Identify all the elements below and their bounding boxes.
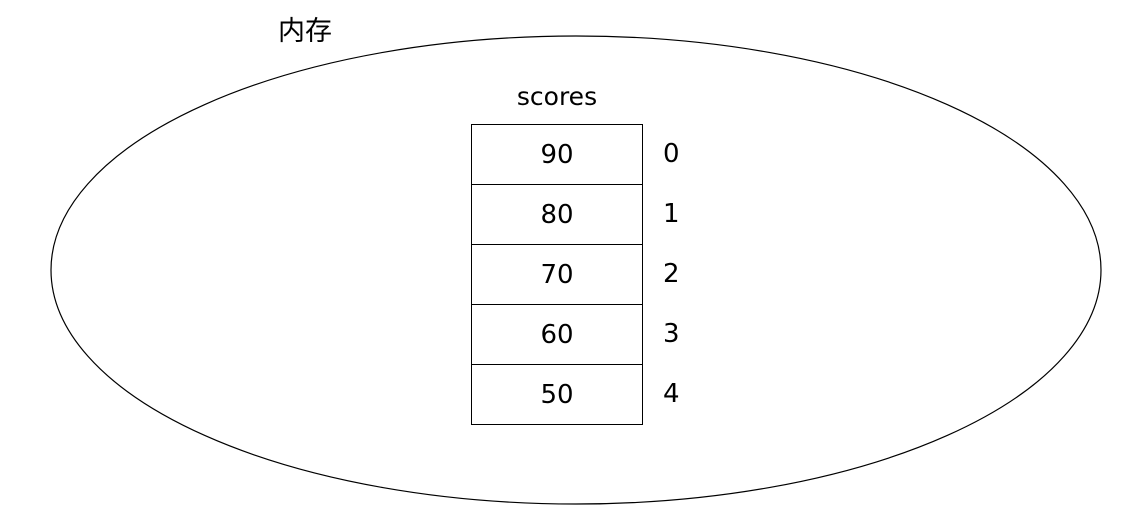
array-index-label: 2 <box>663 259 680 289</box>
array-index-label: 0 <box>663 139 680 169</box>
array-index-column: 0 1 2 3 4 <box>663 124 703 424</box>
table-row: 80 <box>471 184 643 245</box>
table-row: 60 <box>471 304 643 365</box>
table-row: 90 <box>471 124 643 185</box>
array-cell-value: 90 <box>471 124 643 185</box>
array-index-label: 1 <box>663 199 680 229</box>
array-index-label: 4 <box>663 379 680 409</box>
table-row: 70 <box>471 244 643 305</box>
table-row: 50 <box>471 364 643 425</box>
array-cell-value: 60 <box>471 304 643 365</box>
array-name-label: scores <box>516 82 598 111</box>
array-index-label: 3 <box>663 319 680 349</box>
array-cell-value: 80 <box>471 184 643 245</box>
array-cell-value: 50 <box>471 364 643 425</box>
memory-label: 内存 <box>278 16 332 47</box>
array-cell-value: 70 <box>471 244 643 305</box>
